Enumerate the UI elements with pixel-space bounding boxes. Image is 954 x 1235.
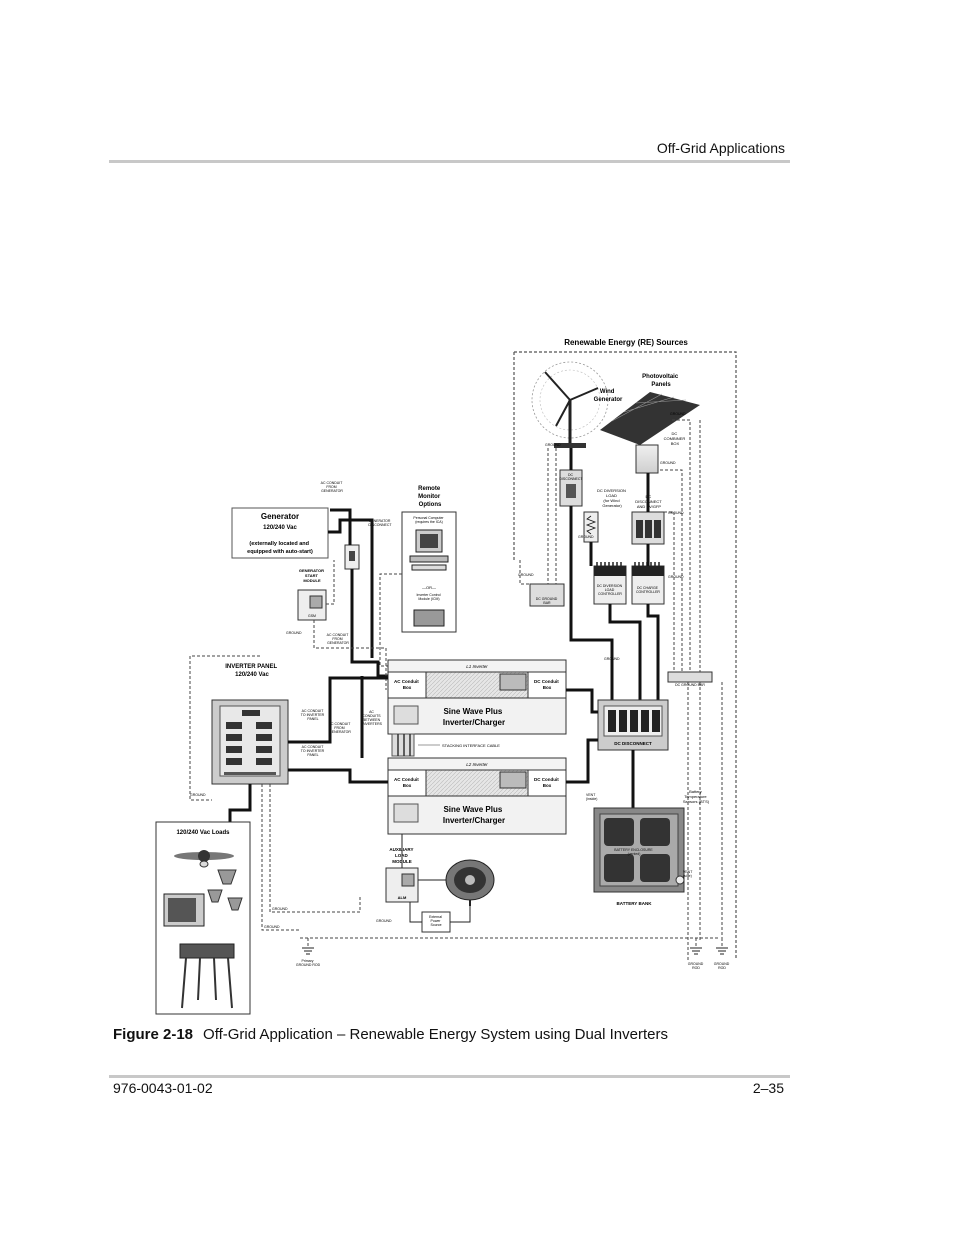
header-rule — [109, 160, 790, 163]
icm-icon — [413, 609, 445, 627]
ground-label-11: GROUND — [376, 919, 392, 923]
bts-label: Battery Temperature Sensors (BTS) — [683, 789, 710, 804]
ac-to-panel-label: AC CONDUIT TO INVERTER PANEL — [301, 709, 325, 721]
stacking-label: STACKING INTERFACE CABLE — [442, 743, 500, 748]
l1-inverter — [387, 659, 567, 735]
alm-abbr-label: ALM — [398, 895, 407, 900]
ground-rod-label-1: GROUND ROD — [688, 962, 705, 970]
ground-label-10: GROUND — [264, 925, 280, 929]
page-number: 2–35 — [752, 1080, 784, 1096]
or-label: —OR— — [422, 585, 436, 590]
ground-label-1: GROUND — [545, 443, 561, 447]
main-dc-disconnect — [597, 699, 669, 751]
dc-charge-ctrl-label: DC CHARGE CONTROLLER — [636, 586, 660, 594]
battery-bank — [593, 807, 685, 893]
inverter-panel-icon — [211, 699, 289, 785]
inverter-panel-label: INVERTER PANEL 120/240 Vac — [225, 664, 278, 678]
battery-bank-label: BATTERY BANK — [617, 901, 653, 906]
l1-inverter-label: L1 Inverter — [466, 664, 488, 669]
ac-conduit-from-gen2-label: AC CONDUIT FROM GENERATOR — [327, 633, 350, 645]
dc-charge-controller — [631, 562, 665, 605]
ground-label-9: GROUND — [272, 907, 288, 911]
re-sources-title: Renewable Energy (RE) Sources — [564, 338, 688, 347]
battery-enclosure-label: BATTERY ENCLOSURE (vented) — [614, 848, 654, 856]
figure-title: Off-Grid Application – Renewable Energy … — [203, 1026, 668, 1043]
dc-ground-bar — [529, 583, 565, 607]
gsm-label: GSM — [308, 614, 316, 618]
l2-dc-conduit-label: DC Conduit Box — [534, 777, 560, 788]
ac-conduit-from-gen-label: AC CONDUIT FROM GENERATOR — [321, 481, 344, 493]
footer-rule — [109, 1075, 790, 1078]
ac-between-label: AC CONDUITS BETWEEN INVERTERS — [362, 710, 383, 726]
generator-box — [231, 507, 329, 559]
l2-inverter — [387, 757, 567, 835]
dc-combiner-box — [635, 444, 659, 474]
ac-from-gen3-label: AC CONDUIT FROM GENERATOR — [329, 722, 352, 734]
loads-label: 120/240 Vac Loads — [176, 830, 230, 836]
running-header: Off-Grid Applications — [656, 140, 785, 156]
ground-label-gsm: GROUND — [286, 631, 302, 635]
generator-vac: 120/240 Vac — [263, 525, 297, 531]
l2-inverter-name: Sine Wave Plus Inverter/Charger — [443, 805, 505, 825]
main-wiring — [228, 676, 635, 822]
l1-inverter-name: Sine Wave Plus Inverter/Charger — [443, 707, 505, 727]
gen-start-label: GENERATOR START MODULE — [299, 568, 325, 583]
wind-dc-disconnect-label: DC DISCONNECT — [559, 473, 583, 481]
ground-label-4: GROUND — [668, 511, 684, 515]
alm-wiring — [401, 834, 471, 923]
dc-diversion-ctrl-label: DC DIVERSION LOAD CONTROLLER — [597, 584, 623, 596]
ground-label-5: GROUND — [578, 535, 594, 539]
lamp-icon — [207, 869, 243, 911]
ground-rod-label-2: GROUND ROD — [714, 962, 731, 970]
vent-label: VENT (inside) — [586, 793, 597, 801]
wind-generator-icon — [531, 361, 609, 448]
pv-label: Photovoltaic Panels — [642, 374, 680, 388]
external-power-label: External Power Source — [429, 915, 443, 927]
ground-label-8: GROUND — [668, 575, 684, 579]
ground-label-7: GROUND — [604, 657, 620, 661]
figure-caption: Figure 2-18 Off-Grid Application – Renewa… — [113, 1026, 668, 1043]
dc-ground-bar-label: DC GROUND BAR — [536, 597, 559, 605]
computer-icon — [409, 529, 449, 571]
l1-ac-conduit-label: AC Conduit Box — [394, 679, 420, 690]
control-wiring — [189, 560, 402, 801]
tv-icon — [163, 893, 205, 927]
re-ground-wiring — [519, 419, 723, 960]
icm-label: Inverter Control Module (ICM) — [416, 593, 441, 601]
re-dc-wiring — [569, 448, 660, 700]
doc-number: 976-0043-01-02 — [113, 1080, 213, 1096]
dc-ground-bar2-label: DC GROUND BAR — [675, 683, 705, 687]
bell-icon — [445, 859, 495, 906]
primary-ground-rod-label: Primary GROUND ROD — [296, 959, 321, 967]
ground-label-panel: GROUND — [190, 793, 206, 797]
ceiling-fan-icon — [174, 850, 234, 868]
l2-ac-conduit-label: AC Conduit Box — [394, 777, 420, 788]
l1-dc-conduit-label: DC Conduit Box — [534, 679, 560, 690]
stacking-cable — [391, 733, 440, 757]
generator-note: (externally located and equipped with au… — [247, 541, 313, 555]
dc-diversion-controller — [593, 562, 627, 605]
wind-generator-label: Wind Generator — [594, 389, 623, 403]
dc-ground-bar-2 — [667, 671, 713, 683]
re-boundary — [513, 351, 737, 960]
dc-combiner-label: DC COMBINER BOX — [664, 431, 687, 446]
figure-number: Figure 2-18 — [113, 1026, 194, 1043]
dc-diversion-label: DC DIVERSION LOAD (for Wind Generator) — [597, 488, 627, 508]
ground-label-6: GROUND — [518, 573, 534, 577]
table-saw-icon — [179, 943, 235, 1009]
vent2-label: VENT (side) — [683, 870, 693, 878]
remote-monitor-title: Remote Monitor Options — [418, 486, 442, 508]
pc-label: Personal Computer (requires the ICA) — [413, 516, 444, 524]
ground-label-2: GROUND — [670, 412, 686, 416]
ground-label-3: GROUND — [660, 461, 676, 465]
ground-wiring — [261, 784, 723, 948]
ground-rod-icons — [302, 947, 728, 955]
gen-disconnect-label: GENERATOR DISCONNECT — [368, 519, 392, 527]
l2-inverter-label: L2 Inverter — [466, 762, 488, 767]
ac-generator-wiring — [328, 508, 388, 678]
ac-to-panel2-label: AC CONDUIT TO INVERTER PANEL — [301, 745, 325, 757]
main-dc-disconnect-label: DC DISCONNECT — [614, 741, 652, 746]
generator-title: Generator — [261, 512, 299, 521]
